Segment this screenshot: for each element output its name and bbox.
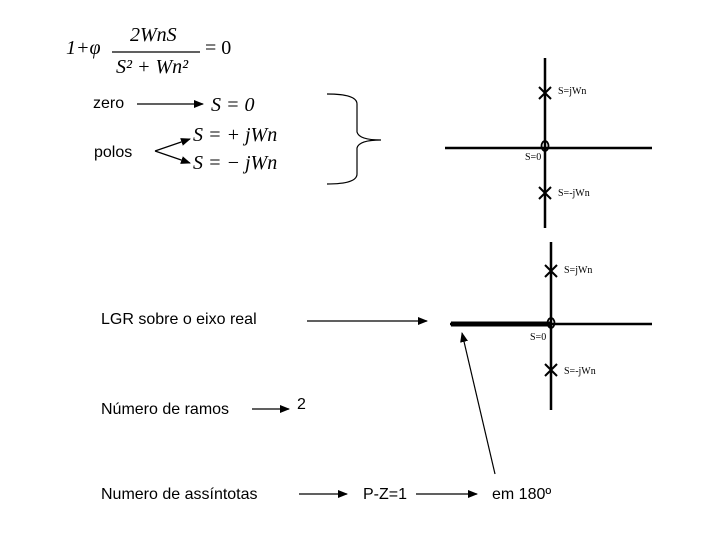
polos-label: polos	[94, 144, 133, 161]
plot1-label-jwn: S=jWn	[558, 86, 587, 97]
plot1-label-zero: S=0	[525, 152, 542, 163]
equation-rhs: = 0	[205, 37, 232, 59]
equation-lead: 1+φ	[66, 37, 101, 59]
ramos-label: Número de ramos	[101, 401, 230, 418]
angle-arrow	[460, 332, 496, 475]
plot1-label-neg-jwn: S=-jWn	[558, 188, 590, 199]
pole-negative-equation: S = − jWn	[193, 152, 278, 174]
plot2-pole-negative-icon	[544, 363, 558, 377]
ramos-value: 2	[297, 396, 306, 413]
pole-positive-equation: S = + jWn	[193, 124, 278, 146]
zero-label: zero	[93, 95, 125, 112]
plot2-label-jwn: S=jWn	[564, 265, 593, 276]
plot1-pole-negative-icon	[538, 186, 552, 200]
pz-value: P-Z=1	[363, 486, 408, 503]
polos-arrow-up	[154, 138, 191, 152]
plot1-pole-positive-icon	[538, 86, 552, 100]
polos-arrow-down	[154, 150, 191, 164]
lgr-label: LGR sobre o eixo real	[101, 311, 257, 328]
angle-value: em 180º	[492, 486, 552, 503]
equation-denominator: S² + Wn²	[116, 56, 189, 78]
assintotas-label: Numero de assíntotas	[101, 486, 258, 503]
plot2-label-zero: S=0	[530, 332, 547, 343]
plot2-label-neg-jwn: S=-jWn	[564, 366, 596, 377]
zero-equation: S = 0	[211, 94, 255, 116]
plot2-pole-positive-icon	[544, 264, 558, 278]
plot2-zero-icon	[546, 317, 556, 329]
equation-numerator: 2WnS	[130, 24, 177, 46]
brace	[326, 93, 382, 185]
plot1-zero-icon	[540, 140, 550, 152]
